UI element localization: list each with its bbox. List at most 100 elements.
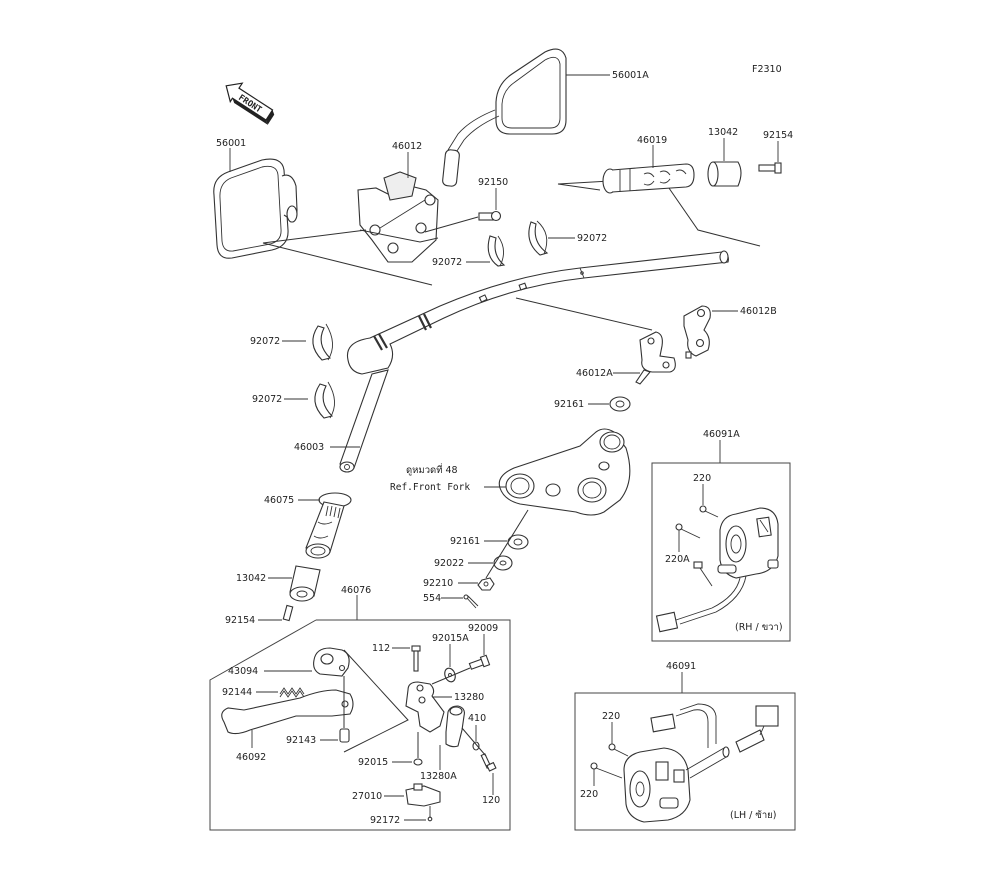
label-92150: 92150 <box>478 177 508 188</box>
label-13280: 13280 <box>454 692 484 703</box>
weight-right-13042 <box>707 161 742 187</box>
guide-line <box>359 229 439 243</box>
assembly-line <box>485 509 529 579</box>
label-46012B: 46012B <box>740 306 777 317</box>
nut-92015 <box>413 758 423 766</box>
adjuster-43094 <box>313 647 350 677</box>
label-112: 112 <box>372 643 390 654</box>
label-46012: 46012 <box>392 141 422 152</box>
label-92161-upper: 92161 <box>554 399 584 410</box>
label-92015A: 92015A <box>432 633 469 644</box>
label-220A-rh: 220A <box>665 554 690 565</box>
bolt-112 <box>411 645 421 672</box>
label-92144: 92144 <box>222 687 252 698</box>
label-46092: 46092 <box>236 752 266 763</box>
mirror-left <box>213 158 298 259</box>
label-92072-a: 92072 <box>432 257 462 268</box>
label-92072-d: 92072 <box>252 394 282 405</box>
label-92172: 92172 <box>370 815 400 826</box>
mirror-right <box>442 48 567 187</box>
lever-assembly-box <box>209 619 511 831</box>
cotter-pin-554 <box>463 594 479 609</box>
label-13280A: 13280A <box>420 771 457 782</box>
washer-410 <box>472 741 480 751</box>
switch-lh-box <box>574 692 796 831</box>
screw-220-rh <box>699 505 719 518</box>
label-46003: 46003 <box>294 442 324 453</box>
screw-left-92154 <box>282 604 294 622</box>
switch-rh-side-label: (RH / ขวา) <box>735 622 783 633</box>
label-92143: 92143 <box>286 735 316 746</box>
upper-triple-clamp <box>498 428 631 516</box>
guide-line <box>343 649 409 753</box>
label-92161-lower: 92161 <box>450 536 480 547</box>
label-120: 120 <box>482 795 500 806</box>
label-13042-left: 13042 <box>236 573 266 584</box>
label-220-lh-a: 220 <box>602 711 620 722</box>
washer-92015A <box>444 667 456 683</box>
label-554: 554 <box>423 593 441 604</box>
switch-lh-side-label: (LH / ซ้าย) <box>730 810 776 821</box>
washer-92161-upper <box>609 396 631 412</box>
holder-46012B <box>683 305 711 359</box>
label-46091: 46091 <box>666 661 696 672</box>
handle-pipe-46003 <box>339 369 389 473</box>
clamp-92072-a <box>487 235 506 267</box>
label-92210: 92210 <box>423 578 453 589</box>
clamp-92072-d <box>314 381 335 419</box>
collar-92143 <box>339 728 350 743</box>
label-43094: 43094 <box>228 666 258 677</box>
label-92154-left: 92154 <box>225 615 255 626</box>
washer-92022 <box>493 555 513 571</box>
label-92072-c: 92072 <box>250 336 280 347</box>
guide-line <box>262 229 433 286</box>
label-220-lh-b: 220 <box>580 789 598 800</box>
figure-code: F2310 <box>752 64 782 75</box>
label-220-rh: 220 <box>693 473 711 484</box>
label-92009: 92009 <box>468 623 498 634</box>
label-410: 410 <box>468 713 486 724</box>
grip-left-46075 <box>305 492 352 559</box>
switch-lh-46091 <box>623 703 779 823</box>
label-92154-right: 92154 <box>763 130 793 141</box>
label-13042-right: 13042 <box>708 127 738 138</box>
spring-92144 <box>279 687 305 698</box>
screw-92009 <box>468 654 491 670</box>
assembly-line <box>424 216 479 233</box>
screw-220-lh-b <box>590 762 623 779</box>
holder-46012 <box>357 171 439 263</box>
screw-92172 <box>427 806 433 822</box>
weight-left-13042 <box>289 565 321 602</box>
label-46091A: 46091A <box>703 429 740 440</box>
switch-rh-46091A <box>655 507 779 633</box>
label-92072-b: 92072 <box>577 233 607 244</box>
front-arrow-icon: FRONT <box>225 82 275 125</box>
label-46019: 46019 <box>637 135 667 146</box>
holder-13280 <box>405 681 445 733</box>
bolt-120 <box>480 753 497 772</box>
label-46075: 46075 <box>264 495 294 506</box>
handlebar <box>346 250 729 375</box>
screw-220A-rh <box>675 523 701 539</box>
ref-note-thai: ดูหมวดที่ 48 <box>406 463 458 476</box>
label-92022: 92022 <box>434 558 464 569</box>
guide-line <box>515 297 653 331</box>
screw-220-lh-a <box>608 743 629 757</box>
label-56001: 56001 <box>216 138 246 149</box>
bolt-92150 <box>478 210 502 222</box>
grip-right-46019 <box>602 163 695 194</box>
label-46076: 46076 <box>341 585 371 596</box>
nut-92210 <box>477 577 495 591</box>
ref-note-english: Ref.Front Fork <box>390 482 470 493</box>
label-92015: 92015 <box>358 757 388 768</box>
switch-27010 <box>405 783 441 807</box>
clamp-92072-c <box>312 323 333 361</box>
label-27010: 27010 <box>352 791 382 802</box>
assembly-line <box>461 727 487 757</box>
switch-rh-box <box>651 462 791 642</box>
screw-right-92154 <box>758 162 782 174</box>
holder-13280A <box>445 705 465 748</box>
holder-46012A <box>635 331 676 385</box>
label-56001A: 56001A <box>612 70 649 81</box>
